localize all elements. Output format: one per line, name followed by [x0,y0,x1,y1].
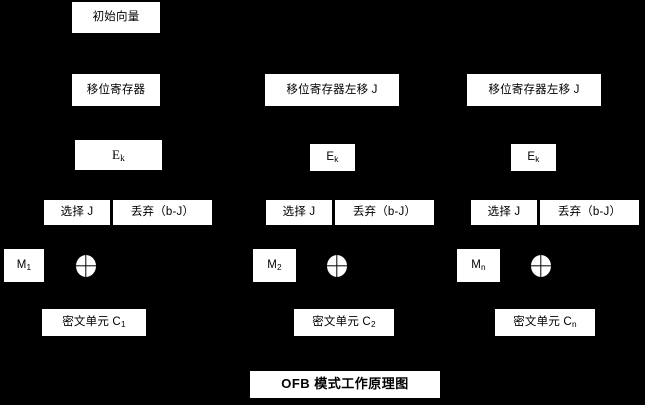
discard-label-2: 丢弃（b-J） [352,206,417,219]
ciphertext-label-1: 密文单元 C1 [62,316,126,329]
encrypt-label-3: Ek [527,151,540,164]
xor-operator-icon-2 [327,255,347,277]
ciphertext-box-1: 密文单元 C1 [42,309,146,336]
discard-box-2: 丢弃（b-J） [335,200,434,225]
shift-register-box-3: 移位寄存器左移 J [467,74,601,106]
encrypt-box-1: Ek [75,140,162,170]
discard-box-3: 丢弃（b-J） [540,200,639,225]
select-box-2: 选择 J [266,200,332,225]
shift-register-box-2: 移位寄存器左移 J [265,74,399,106]
plaintext-box-1: M1 [4,249,44,282]
encrypt-box-2: Ek [310,144,355,171]
select-box-3: 选择 J [471,200,537,225]
xor-operator-icon-1 [76,255,96,277]
discard-label-1: 丢弃（b-J） [130,206,195,219]
plaintext-label-3: Mn [471,259,486,272]
xor-operator-icon-3 [531,255,551,277]
encrypt-label-2: Ek [326,151,339,164]
plaintext-label-1: M1 [16,259,32,272]
select-label-3: 选择 J [487,206,521,219]
discard-label-3: 丢弃（b-J） [557,206,622,219]
shift-register-label-2: 移位寄存器左移 J [286,83,378,96]
initial-vector-box: 初始向量 [72,2,160,33]
plaintext-box-2: M2 [253,249,296,282]
select-label-1: 选择 J [60,206,94,219]
ciphertext-box-3: 密文单元 Cn [495,309,595,336]
diagram-caption-box: OFB 模式工作原理图 [250,371,440,398]
initial-vector-label: 初始向量 [92,11,140,24]
plaintext-box-3: Mn [457,249,500,282]
encrypt-label-1: Ek [111,146,126,164]
ciphertext-box-2: 密文单元 C2 [294,309,394,336]
ciphertext-label-3: 密文单元 Cn [513,316,577,329]
diagram-caption-label: OFB 模式工作原理图 [281,376,409,392]
discard-box-1: 丢弃（b-J） [113,200,212,225]
select-box-1: 选择 J [44,200,110,225]
select-label-2: 选择 J [282,206,316,219]
ciphertext-label-2: 密文单元 C2 [312,316,376,329]
shift-register-label-1: 移位寄存器 [86,83,146,96]
shift-register-box-1: 移位寄存器 [72,74,160,106]
encrypt-box-3: Ek [511,144,556,171]
plaintext-label-2: M2 [267,259,282,272]
shift-register-label-3: 移位寄存器左移 J [488,83,580,96]
